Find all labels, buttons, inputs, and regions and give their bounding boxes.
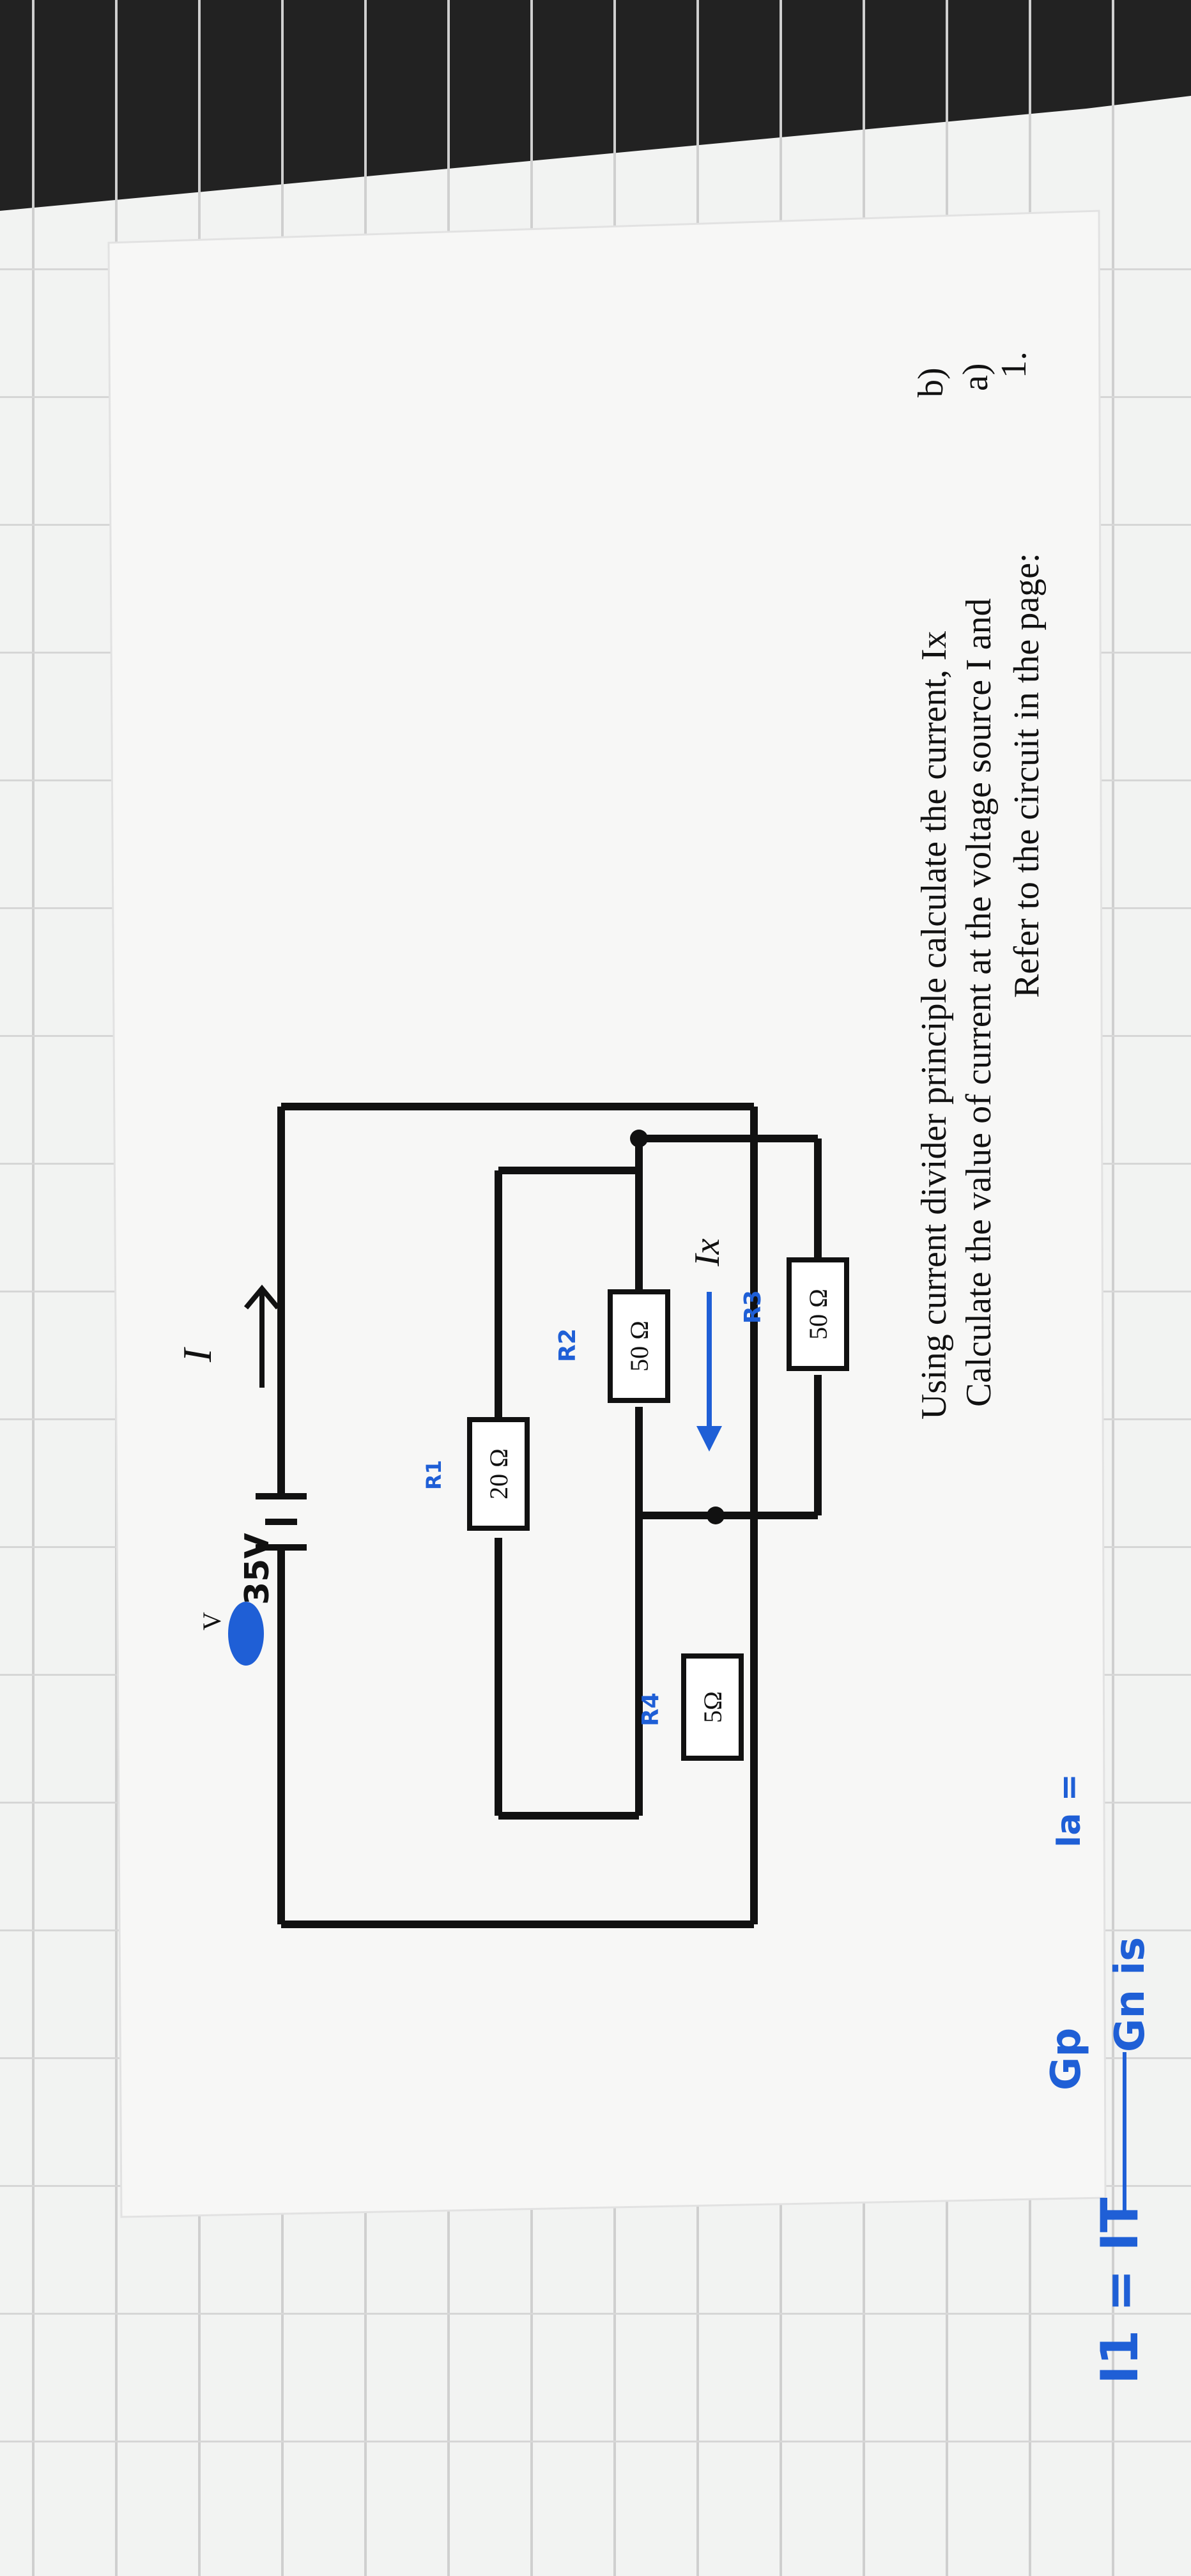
r2-value: 50 Ω xyxy=(625,1321,654,1372)
r3-value: 50 Ω xyxy=(804,1289,833,1340)
ix-arrow: Ix xyxy=(688,1238,727,1452)
junction-node-left xyxy=(630,1130,648,1147)
source-unit: V xyxy=(197,1612,226,1630)
r1-value: 20 Ω xyxy=(484,1448,513,1499)
i-arrow: I xyxy=(174,1284,280,1388)
handwritten-r3: R3 xyxy=(740,1290,766,1324)
formula-bottom: I1 = IT xyxy=(1090,2197,1149,2384)
formula-numerator: Gn is xyxy=(1107,1937,1154,2052)
handwritten-r4: R4 xyxy=(638,1692,664,1726)
resistor-r1: 20 Ω xyxy=(467,1417,530,1531)
formula-denominator: Gp xyxy=(1043,2028,1090,2090)
handwritten-formula: Gn is Gp Ia = I1 = IT xyxy=(1043,1774,1154,2384)
formula-lhs: Ia = xyxy=(1050,1774,1088,1848)
source-value-scribble xyxy=(228,1602,264,1666)
handwritten-r2: R2 xyxy=(555,1328,581,1362)
ix-label: Ix xyxy=(688,1238,727,1267)
handwritten-r1: R1 xyxy=(422,1460,446,1490)
resistor-r2: 50 Ω xyxy=(608,1289,670,1403)
i-label: I xyxy=(174,1347,220,1363)
source-voltage-handwritten: 35V xyxy=(238,1533,277,1605)
resistor-r3: 50 Ω xyxy=(787,1257,849,1371)
battery-symbol xyxy=(256,1493,307,1551)
r4-value: 5Ω xyxy=(698,1691,727,1723)
resistor-r4: 5Ω xyxy=(681,1653,744,1761)
